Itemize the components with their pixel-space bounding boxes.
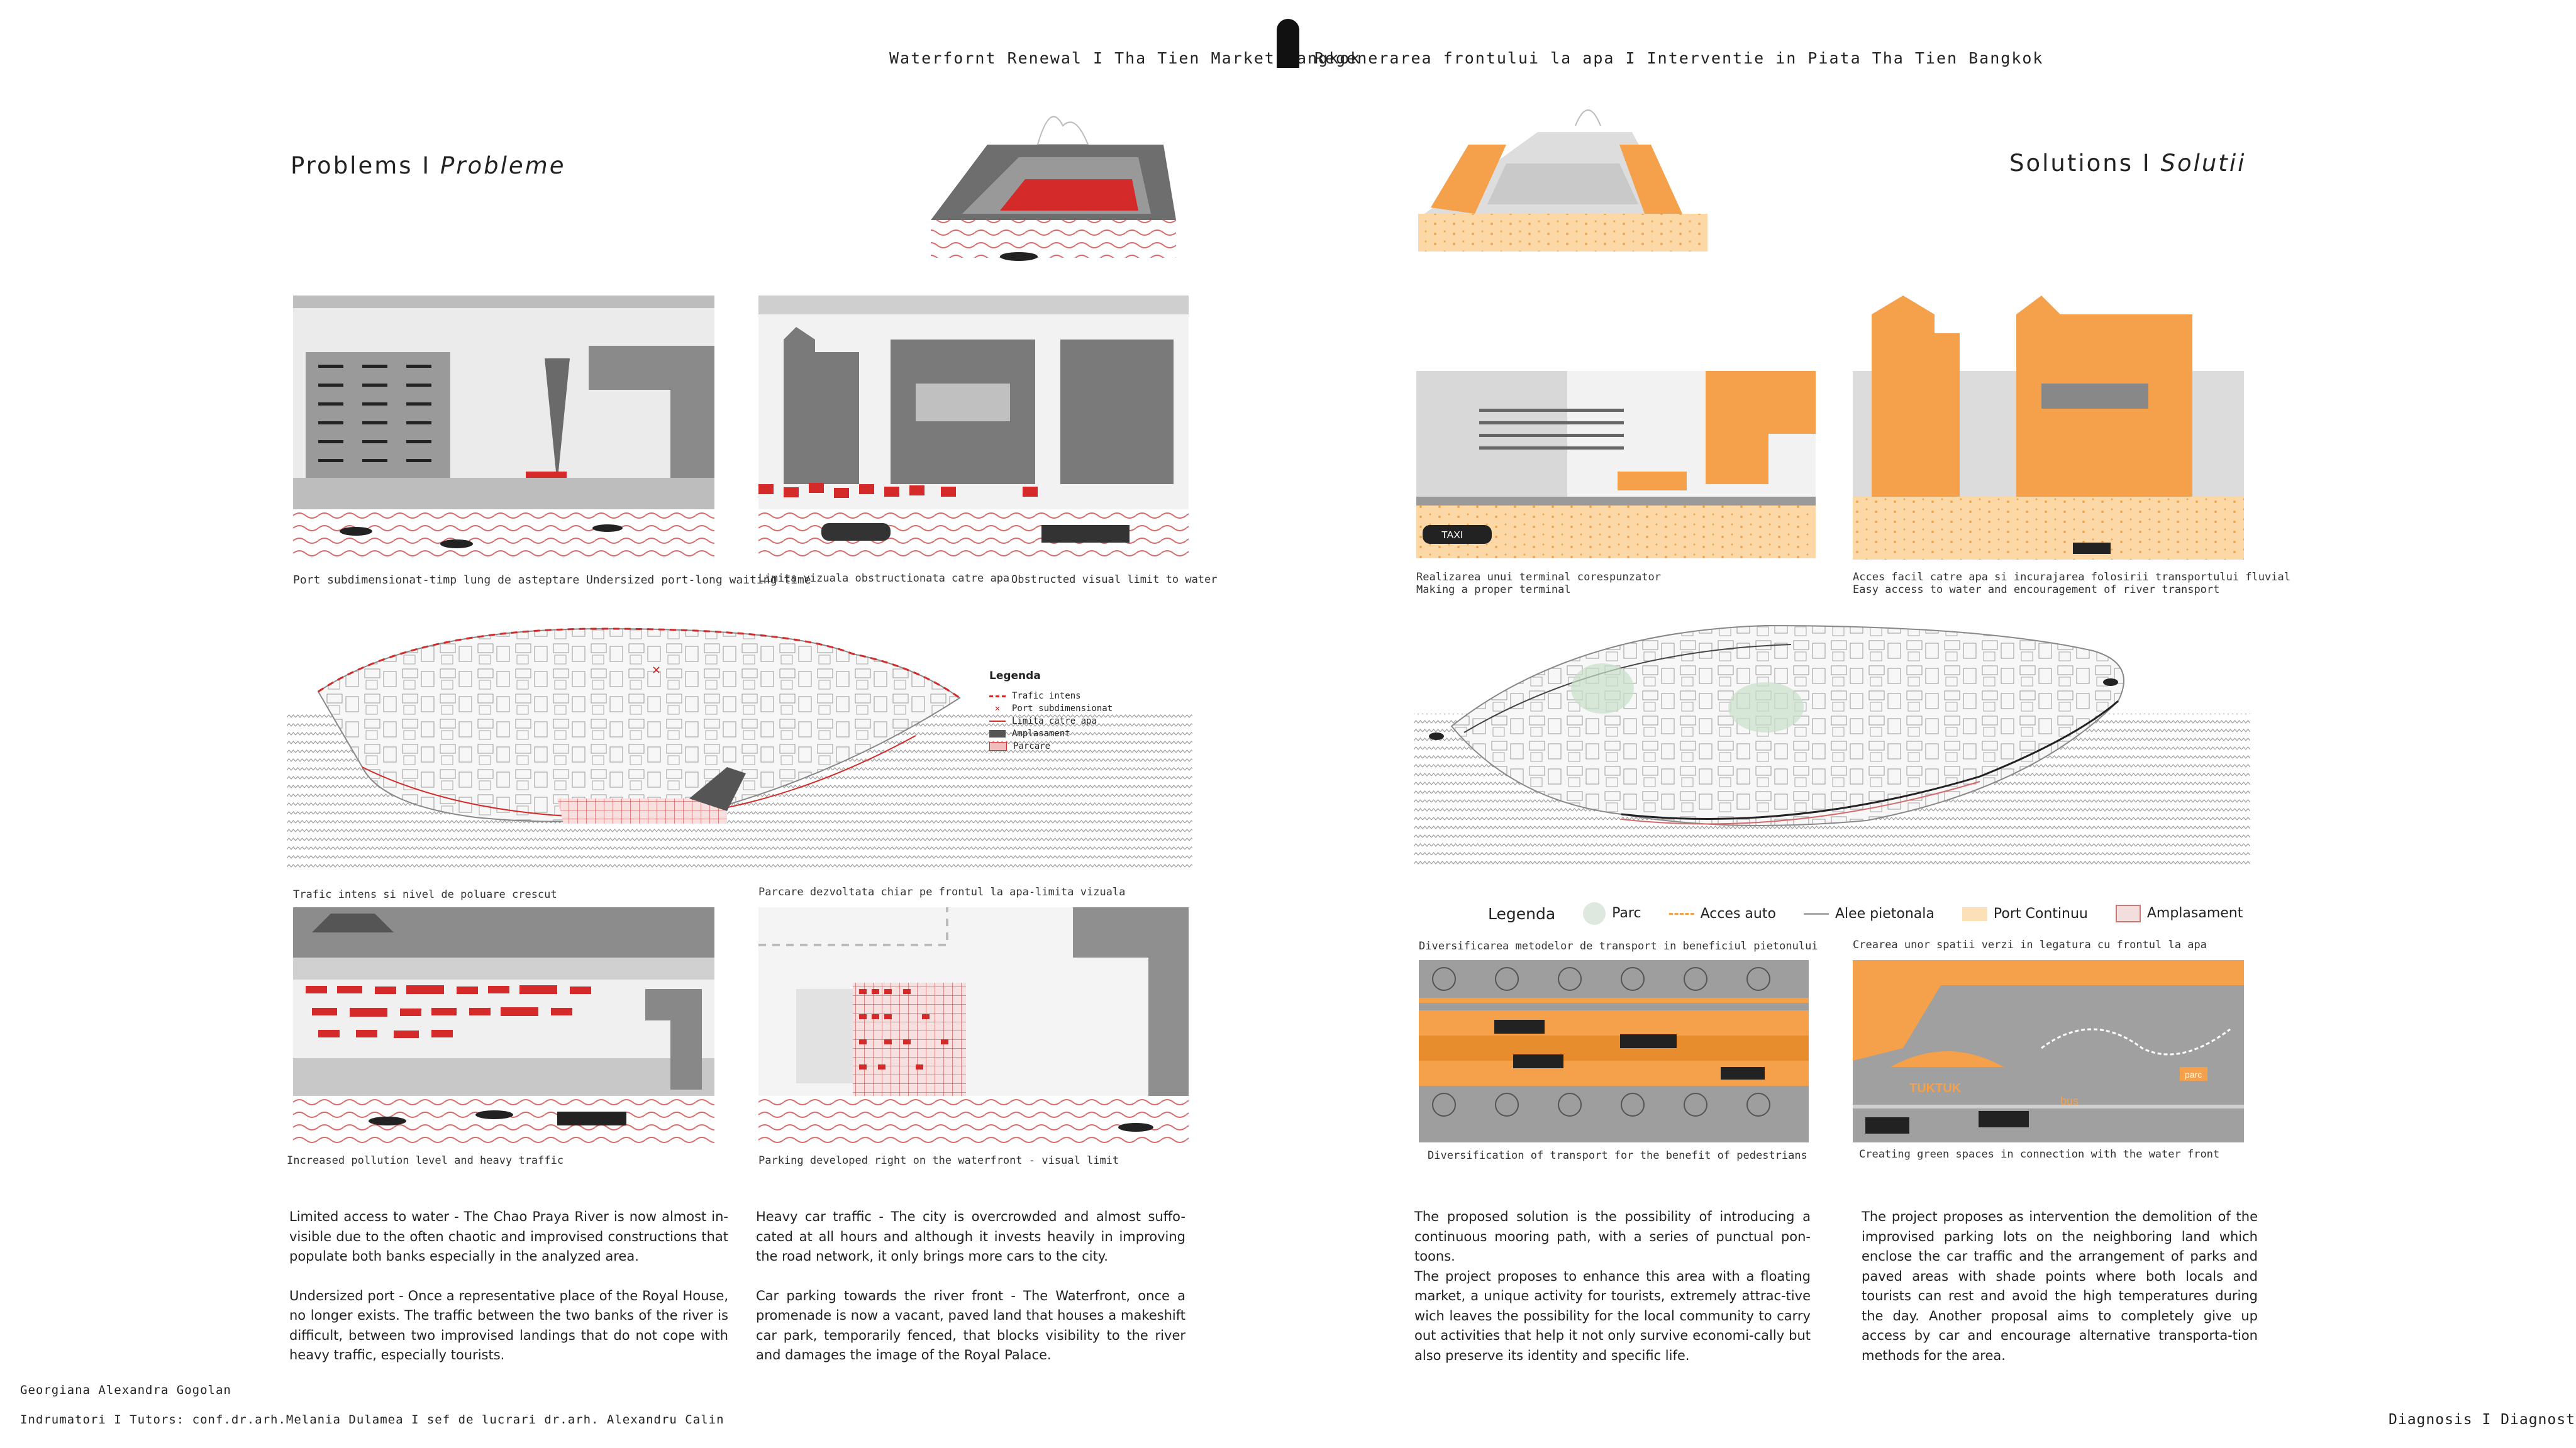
solutions-title: Solutions I Solutii — [2009, 150, 2246, 177]
swatch-port-icon — [1962, 907, 1987, 921]
text-heavy-traffic: Heavy car traffic - The city is overcrow… — [756, 1209, 1185, 1264]
caption-parking: Parking developed right on the waterfron… — [758, 1154, 1119, 1167]
header-divider-icon — [1277, 19, 1299, 68]
legend-item-port: Port Continuu — [1962, 906, 2088, 922]
text-column-2: Heavy car traffic - The city is overcrow… — [756, 1207, 1185, 1385]
caption-obstructed-ro: Limita vizuala obstructionata catre apa — [758, 572, 1010, 585]
text-undersized-port: Undersized port - Once a representative … — [289, 1288, 728, 1363]
panel-parking — [758, 907, 1189, 1147]
panel-green-spaces: TUKTUK bus parc — [1853, 960, 2244, 1142]
swatch-dark-icon — [989, 730, 1006, 738]
header-title-right: Regenerarea frontului la apa I Intervent… — [1314, 49, 2044, 67]
problems-axonometric — [931, 116, 1176, 261]
legend-solutions: Legenda Parc Acces auto Alee pietonala P… — [1488, 902, 2243, 925]
tuktuk-label: TUKTUK — [1909, 1081, 1962, 1095]
panel-transport — [1419, 960, 1809, 1142]
panel-heavy-traffic — [293, 907, 714, 1147]
caption-heavy-traffic: Increased pollution level and heavy traf… — [287, 1154, 564, 1167]
footer-section: Diagnosis I Diagnostic — [2389, 1412, 2576, 1428]
problems-site-map: ✕ — [287, 627, 1192, 868]
panel-easy-access — [1853, 296, 2244, 560]
legend-item-parking: Parcare — [989, 741, 1113, 751]
solutions-title-ro: Solutii — [2160, 150, 2246, 177]
legend-item-site: Amplasament — [2115, 905, 2243, 922]
legend-item-site: Amplasament — [989, 729, 1113, 739]
caption-undersized-port: Port subdimensionat-timp lung de astepta… — [293, 573, 811, 587]
panel-terminal: TAXI — [1416, 371, 1816, 558]
caption-access-ro: Acces facil catre apa si incurajarea fol… — [1853, 571, 2290, 583]
legend-solutions-title: Legenda — [1488, 904, 1556, 923]
legend-item-traffic: Trafic intens — [989, 691, 1113, 701]
text-column-4: The project proposes as intervention the… — [1862, 1207, 2258, 1385]
swatch-parking-icon — [989, 742, 1007, 751]
legend-problems: Legenda Trafic intens ✕Port subdimension… — [989, 670, 1113, 754]
legend-item-park: Parc — [1583, 902, 1641, 925]
footer-author: Georgiana Alexandra Gogolan — [20, 1383, 231, 1397]
parc-label: parc — [2185, 1069, 2202, 1080]
panel-obstructed-visual — [758, 296, 1189, 560]
legend-problems-title: Legenda — [989, 670, 1041, 682]
legend-item-port: ✕Port subdimensionat — [989, 704, 1113, 714]
solutions-site-map — [1414, 624, 2250, 865]
text-column-3: The proposed solution is the possibility… — [1414, 1207, 1811, 1385]
caption-transport-ro: Diversificarea metodelor de transport in… — [1419, 940, 1818, 953]
caption-parking-ro: Parcare dezvoltata chiar pe frontul la a… — [758, 886, 1126, 898]
line-red-icon — [989, 721, 1006, 722]
cross-icon: ✕ — [994, 704, 1001, 714]
bus-label: bus — [2060, 1095, 2079, 1107]
problems-title-en: Problems I — [291, 152, 440, 179]
legend-item-pedestrian: Alee pietonala — [1803, 906, 1935, 922]
text-column-1: Limited access to water - The Chao Praya… — [289, 1207, 728, 1385]
caption-green-ro: Crearea unor spatii verzi in legatura cu… — [1853, 939, 2207, 951]
dash-red-icon — [989, 695, 1006, 697]
caption-heavy-traffic-ro: Trafic intens si nivel de poluare crescu… — [293, 888, 557, 901]
swatch-site-icon — [2115, 905, 2141, 922]
caption-access-en: Easy access to water and encouragement o… — [1853, 583, 2220, 596]
dash-orange-icon — [1668, 913, 1694, 915]
text-floating-market: The project proposes to enhance this are… — [1414, 1268, 1811, 1363]
text-demolition-proposal: The project proposes as intervention the… — [1862, 1209, 2258, 1363]
caption-terminal-en: Making a proper terminal — [1416, 583, 1571, 596]
panel-undersized-port — [293, 296, 714, 560]
solutions-title-en: Solutions I — [2009, 150, 2161, 177]
problems-title-ro: Probleme — [440, 152, 566, 179]
caption-terminal-ro: Realizarea unui terminal corespunzator — [1416, 571, 1661, 583]
caption-obstructed-en: Obstructed visual limit to water — [1011, 573, 1218, 586]
legend-item-car-access: Acces auto — [1668, 906, 1776, 922]
problems-title: Problems I Probleme — [291, 152, 565, 179]
footer-tutors: Indrumatori I Tutors: conf.dr.arh.Melani… — [20, 1413, 724, 1427]
svg-text:✕: ✕ — [652, 664, 661, 677]
text-limited-access: Limited access to water - The Chao Praya… — [289, 1209, 728, 1264]
text-car-parking: Car parking towards the river front - Th… — [756, 1288, 1185, 1363]
caption-green-spaces: Creating green spaces in connection with… — [1859, 1148, 2220, 1161]
taxi-boat-label: TAXI — [1441, 530, 1463, 541]
legend-item-limit: Limita catre apa — [989, 716, 1113, 726]
caption-transport: Diversification of transport for the ben… — [1428, 1149, 1807, 1162]
text-proposed-solution: The proposed solution is the possibility… — [1414, 1209, 1811, 1264]
solutions-axonometric — [1418, 109, 1707, 251]
line-grey-icon — [1803, 913, 1829, 915]
park-icon — [1583, 902, 1606, 925]
